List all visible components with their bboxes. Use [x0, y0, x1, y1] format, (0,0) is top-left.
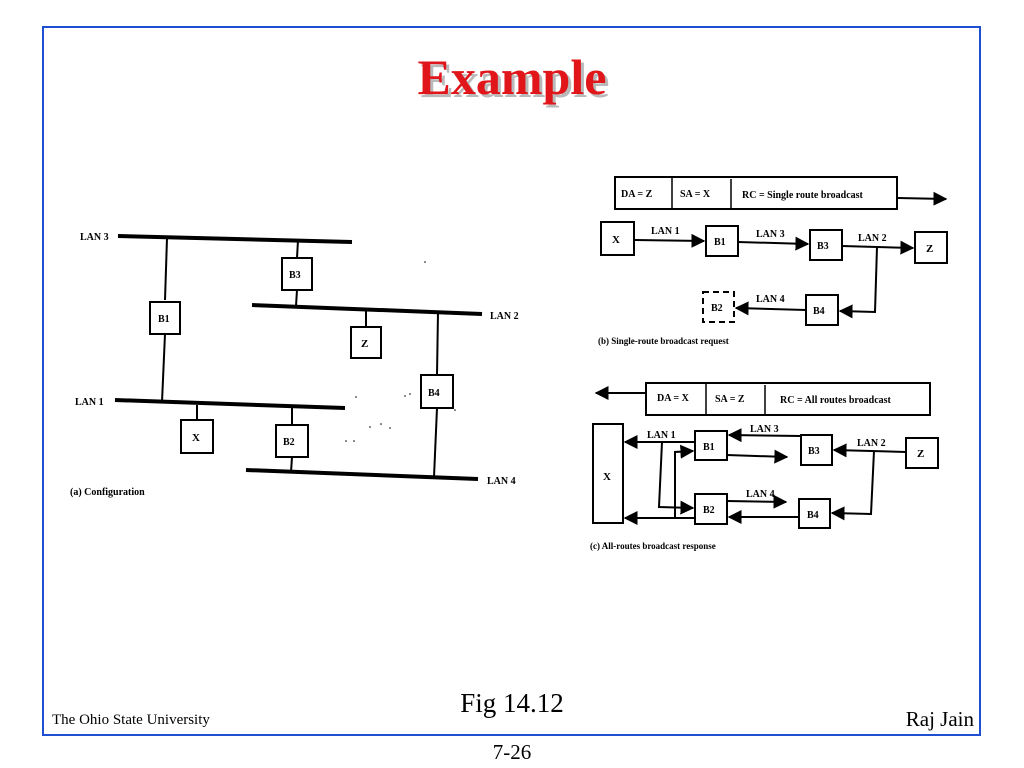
c-caption: (c) All-routes broadcast response	[590, 541, 716, 551]
slide-title: Example	[417, 49, 607, 105]
hdr-b-field-3: RC = Single route broadcast	[742, 190, 864, 201]
bridge-b3-box	[281, 257, 313, 291]
node-z-b	[914, 231, 948, 264]
config-b2-label: B2	[283, 437, 295, 448]
config-caption: (a) Configuration	[70, 487, 145, 498]
c-node-b2: B2	[703, 505, 715, 516]
c-node-z: Z	[917, 448, 924, 460]
b-node-b2: B2	[711, 303, 723, 314]
c-link-lan3: LAN 3	[750, 424, 779, 435]
c-node-b3: B3	[808, 446, 820, 457]
b-node-b4: B4	[813, 306, 825, 317]
figure-caption: Fig 14.12	[460, 688, 564, 718]
b-node-x: X	[612, 234, 620, 246]
config-lan2-label: LAN 2	[490, 311, 519, 322]
footer-university: The Ohio State University	[52, 712, 210, 728]
node-b4-c	[798, 498, 831, 529]
node-b3-c	[800, 434, 833, 466]
lan3-bar	[117, 234, 353, 244]
c-link-lan1: LAN 1	[647, 430, 676, 441]
hdr-c-field-3: RC = All routes broadcast	[780, 395, 892, 406]
node-x-b	[600, 221, 635, 256]
hdr-b-field-1: DA = Z	[621, 189, 653, 200]
page-number: 7-26	[492, 740, 532, 764]
config-b4-label: B4	[428, 388, 440, 399]
scan-speckles	[345, 261, 456, 442]
b-caption: (b) Single-route broadcast request	[598, 336, 729, 346]
b-link-lan2: LAN 2	[858, 233, 887, 244]
b-link-lan3: LAN 3	[756, 229, 785, 240]
hdr-b-field-2: SA = X	[680, 189, 711, 200]
frame-header-b	[614, 176, 898, 210]
c-node-b1: B1	[703, 442, 715, 453]
lan1-bar	[114, 398, 346, 410]
hdr-c-field-1: DA = X	[657, 393, 690, 404]
frame-header-c	[645, 382, 931, 416]
b-link-lan4: LAN 4	[756, 294, 785, 305]
node-b4-b	[805, 294, 839, 326]
node-z-c	[905, 437, 939, 469]
bridge-b4-box	[420, 374, 454, 409]
lan4-bar	[245, 468, 479, 481]
b-node-z: Z	[926, 243, 933, 255]
config-z-label: Z	[361, 338, 368, 350]
node-b1-c	[694, 430, 728, 461]
config-x-label: X	[192, 432, 200, 444]
node-x-c	[592, 423, 624, 524]
b-node-b3: B3	[817, 241, 829, 252]
b-link-lan1: LAN 1	[651, 226, 680, 237]
single-route-diagram	[600, 176, 948, 326]
c-node-b4: B4	[807, 510, 819, 521]
config-b1-label: B1	[158, 314, 170, 325]
b-node-b1: B1	[714, 237, 726, 248]
node-b2-c	[694, 493, 728, 525]
config-lan3-label: LAN 3	[80, 232, 109, 243]
configuration-diagram	[114, 234, 483, 481]
c-link-lan4: LAN 4	[746, 489, 775, 500]
node-b2-b	[702, 291, 735, 323]
station-z-box	[350, 326, 382, 359]
node-b3-b	[809, 229, 843, 261]
bridge-b2-box	[275, 424, 309, 458]
slide-border	[42, 26, 981, 736]
config-b3-label: B3	[289, 270, 301, 281]
config-lan4-label: LAN 4	[487, 476, 516, 487]
config-lan1-label: LAN 1	[75, 397, 104, 408]
station-x-box	[180, 419, 214, 454]
bridge-b1-box	[149, 301, 181, 335]
footer-author: Raj Jain	[905, 707, 974, 731]
hdr-c-field-2: SA = Z	[715, 394, 745, 405]
node-b1-b	[705, 225, 739, 257]
all-routes-diagram	[592, 382, 939, 529]
c-node-x: X	[603, 471, 611, 483]
c-link-lan2: LAN 2	[857, 438, 886, 449]
